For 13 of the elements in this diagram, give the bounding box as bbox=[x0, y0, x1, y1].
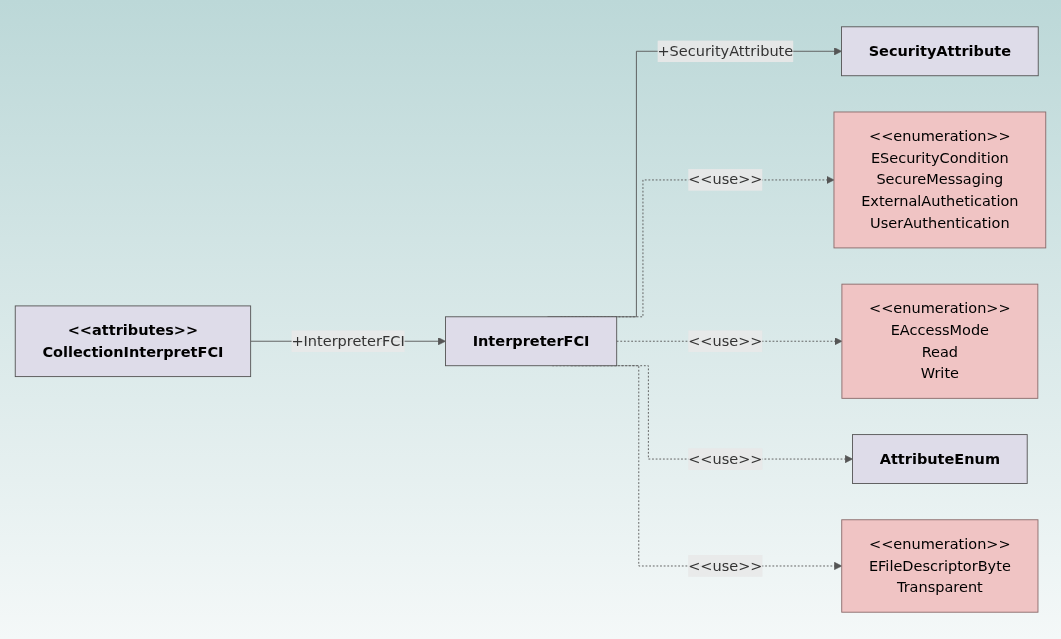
node-box: InterpreterFCI bbox=[445, 316, 618, 367]
edge-label: <<use>> bbox=[688, 170, 763, 189]
node-box: AttributeEnum bbox=[852, 434, 1028, 484]
node-box: <<enumeration>> EAccessMode Read Write bbox=[841, 283, 1039, 399]
node-box: <<enumeration>> EFileDescriptorByte Transparent bbox=[841, 519, 1039, 613]
edge-label: +InterpreterFCI bbox=[291, 332, 405, 350]
edge-label: +SecurityAttribute bbox=[657, 42, 794, 60]
node-box: <<attributes>> CollectionInterpretFCI bbox=[14, 305, 252, 378]
edge-label: <<use>> bbox=[688, 332, 763, 350]
edge-label: <<use>> bbox=[688, 556, 763, 575]
edge-label: <<use>> bbox=[688, 449, 763, 468]
node-box: <<enumeration>> ESecurityCondition SecureMessaging ExternalAuthetication UserAuthentication bbox=[833, 111, 1047, 249]
node-box: SecurityAttribute bbox=[841, 26, 1039, 77]
